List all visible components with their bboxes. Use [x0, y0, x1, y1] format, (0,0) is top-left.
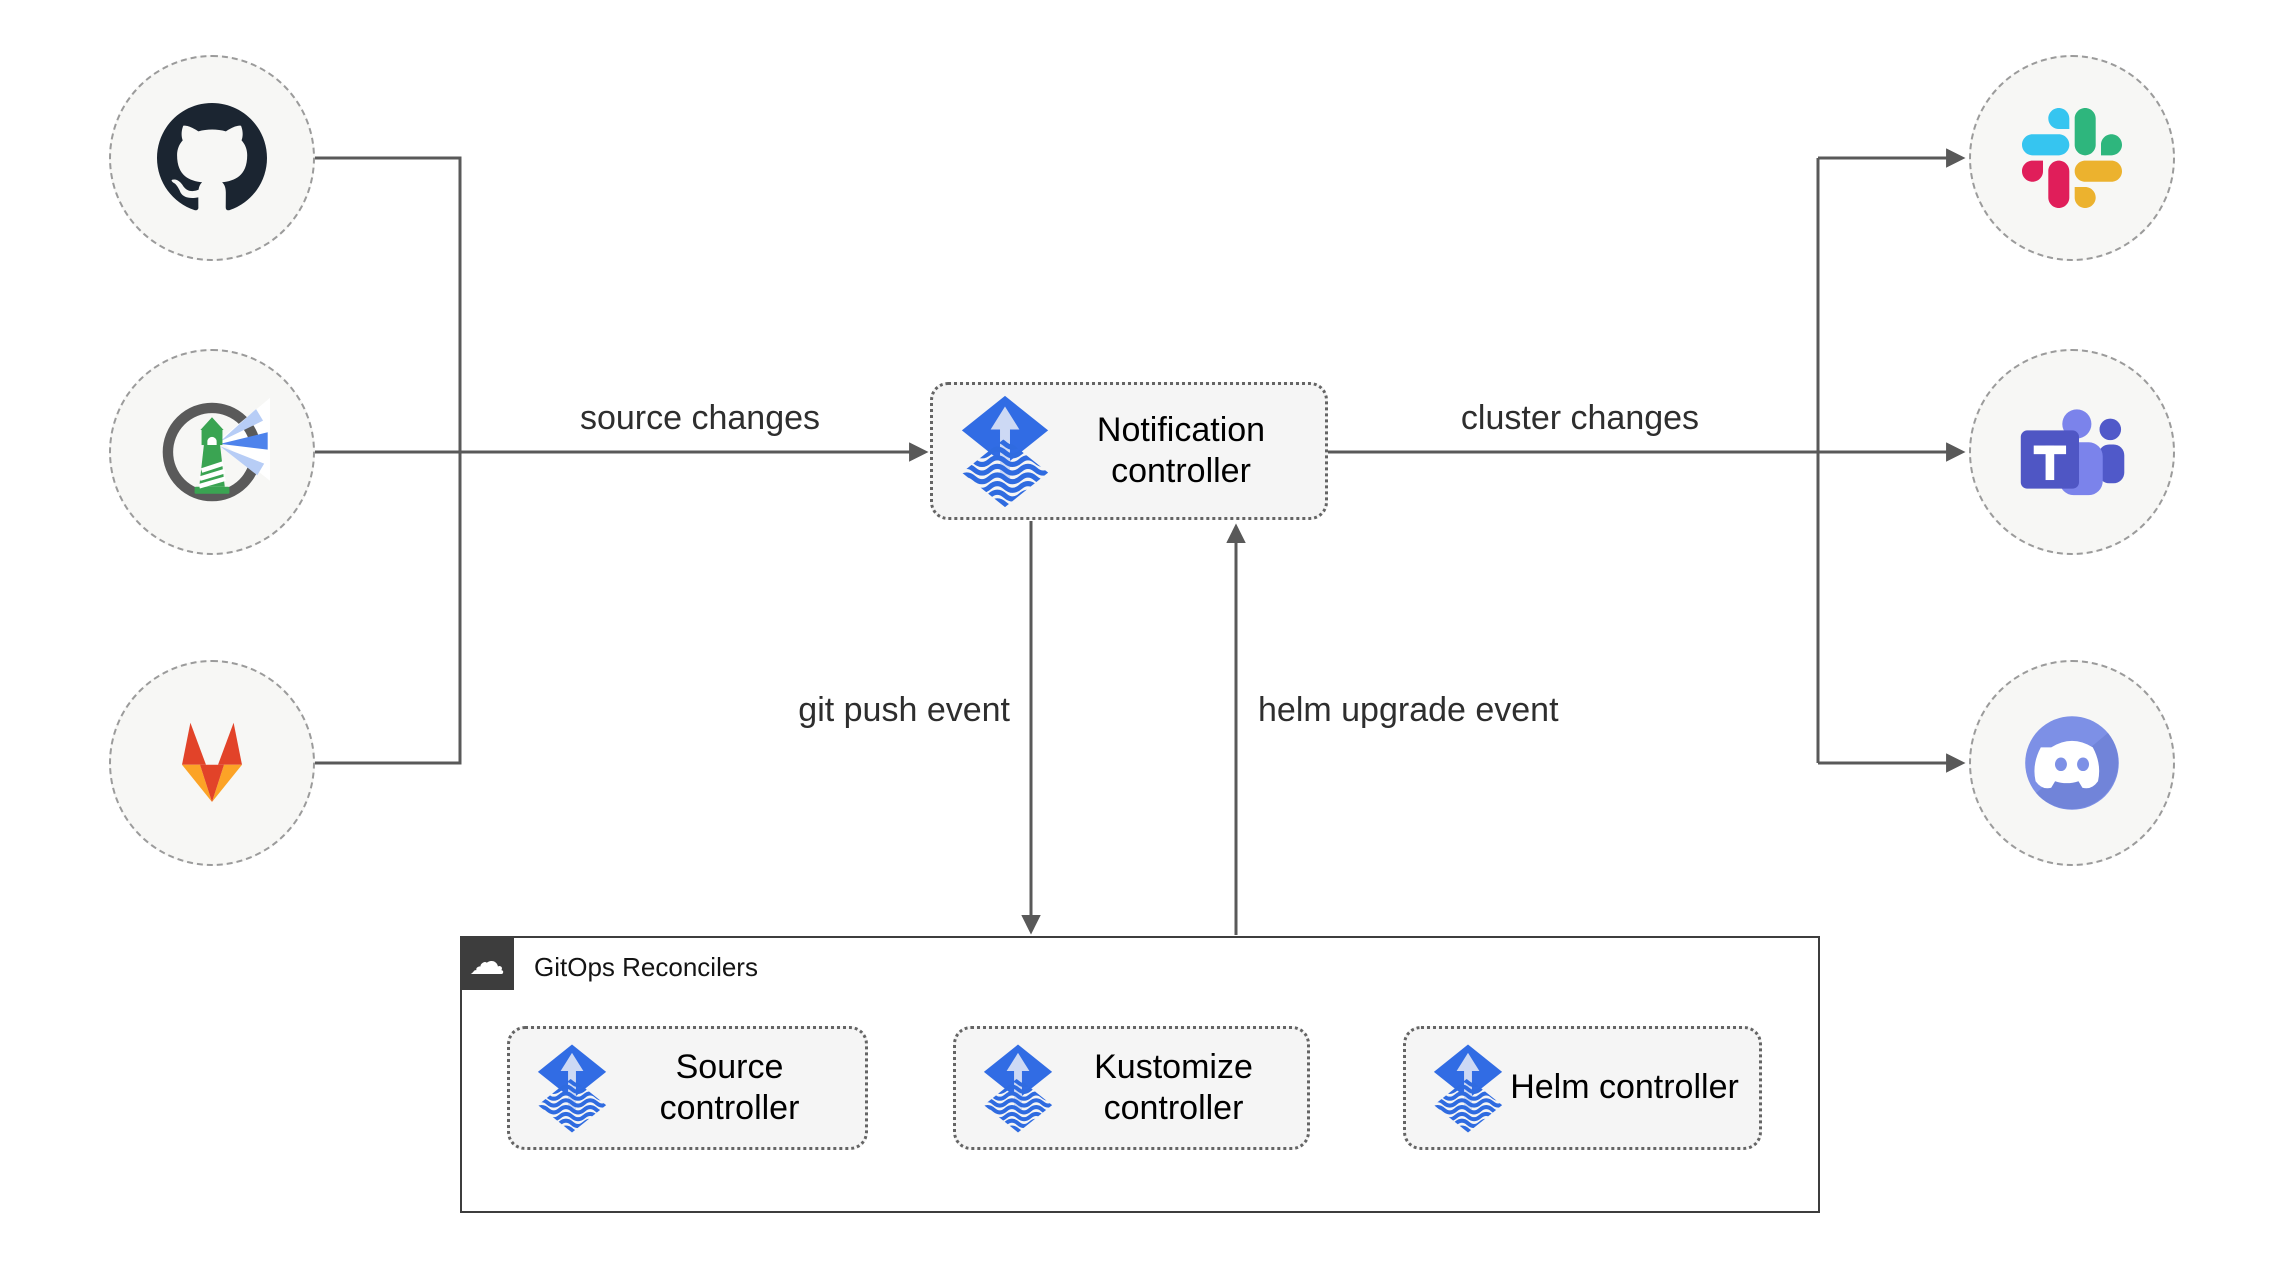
notification-controller-node: Notification controller [930, 382, 1328, 520]
discord-node [1969, 660, 2175, 866]
slack-icon [2022, 108, 2122, 208]
kustomize-controller-node: Kustomize controller [953, 1026, 1310, 1150]
teams-node [1969, 349, 2175, 555]
github-icon [157, 103, 267, 211]
gitops-reconcilers-title: GitOps Reconcilers [534, 952, 758, 982]
gitlab-icon [182, 722, 242, 802]
helm-controller-node: Helm controller [1403, 1026, 1762, 1150]
discord-icon [2025, 716, 2119, 810]
teams-icon [2020, 409, 2125, 496]
cloud-icon: ☁ [460, 936, 514, 990]
source-controller-label: Source controller [659, 1047, 800, 1127]
flux-icon [534, 1043, 610, 1134]
notification-controller-label: Notification controller [1096, 410, 1266, 490]
kustomize-controller-label: Kustomize controller [1094, 1047, 1253, 1127]
flux-icon [1430, 1043, 1506, 1134]
edge-label-source-changes: source changes [579, 399, 821, 437]
edge-label-git-push-event: git push event [798, 691, 1010, 729]
harbor-icon [162, 397, 270, 502]
github-node [109, 55, 315, 261]
edge-label-cluster-changes: cluster changes [1460, 399, 1700, 437]
flux-icon [957, 394, 1053, 509]
edge-label-helm-upgrade-event: helm upgrade event [1258, 691, 1559, 729]
harbor-node [109, 349, 315, 555]
helm-controller-label: Helm controller [1510, 1068, 1739, 1107]
source-controller-node: Source controller [507, 1026, 868, 1150]
edge-sources-merge [311, 156, 462, 765]
slack-node [1969, 55, 2175, 261]
gitlab-node [109, 660, 315, 866]
flux-icon [980, 1043, 1056, 1134]
